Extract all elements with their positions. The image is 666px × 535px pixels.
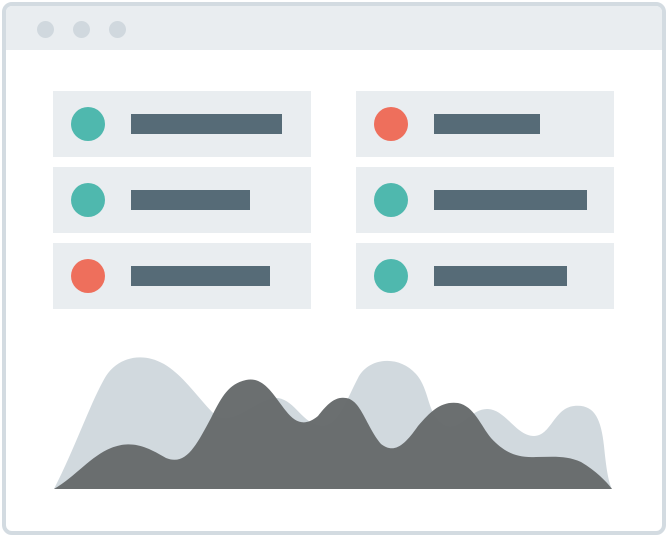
text-placeholder-bar (434, 190, 587, 210)
text-placeholder-bar (434, 266, 567, 286)
text-placeholder-bar (131, 266, 270, 286)
text-placeholder-bar (131, 114, 282, 134)
status-dot (71, 107, 105, 141)
list-item[interactable] (53, 167, 311, 233)
list-item[interactable] (356, 91, 614, 157)
text-placeholder-bar (434, 114, 540, 134)
list-item[interactable] (53, 243, 311, 309)
window-close-control[interactable] (37, 21, 54, 38)
window-maximize-control[interactable] (109, 21, 126, 38)
status-dot (374, 259, 408, 293)
area-front-shape (54, 379, 612, 489)
area-chart-graphic (54, 357, 612, 489)
list-item[interactable] (356, 167, 614, 233)
status-dot (374, 107, 408, 141)
window-minimize-control[interactable] (73, 21, 90, 38)
status-dot (71, 259, 105, 293)
status-dot (374, 183, 408, 217)
title-bar (6, 6, 662, 50)
status-dot (71, 183, 105, 217)
text-placeholder-bar (131, 190, 250, 210)
list-item[interactable] (356, 243, 614, 309)
list-item[interactable] (53, 91, 311, 157)
